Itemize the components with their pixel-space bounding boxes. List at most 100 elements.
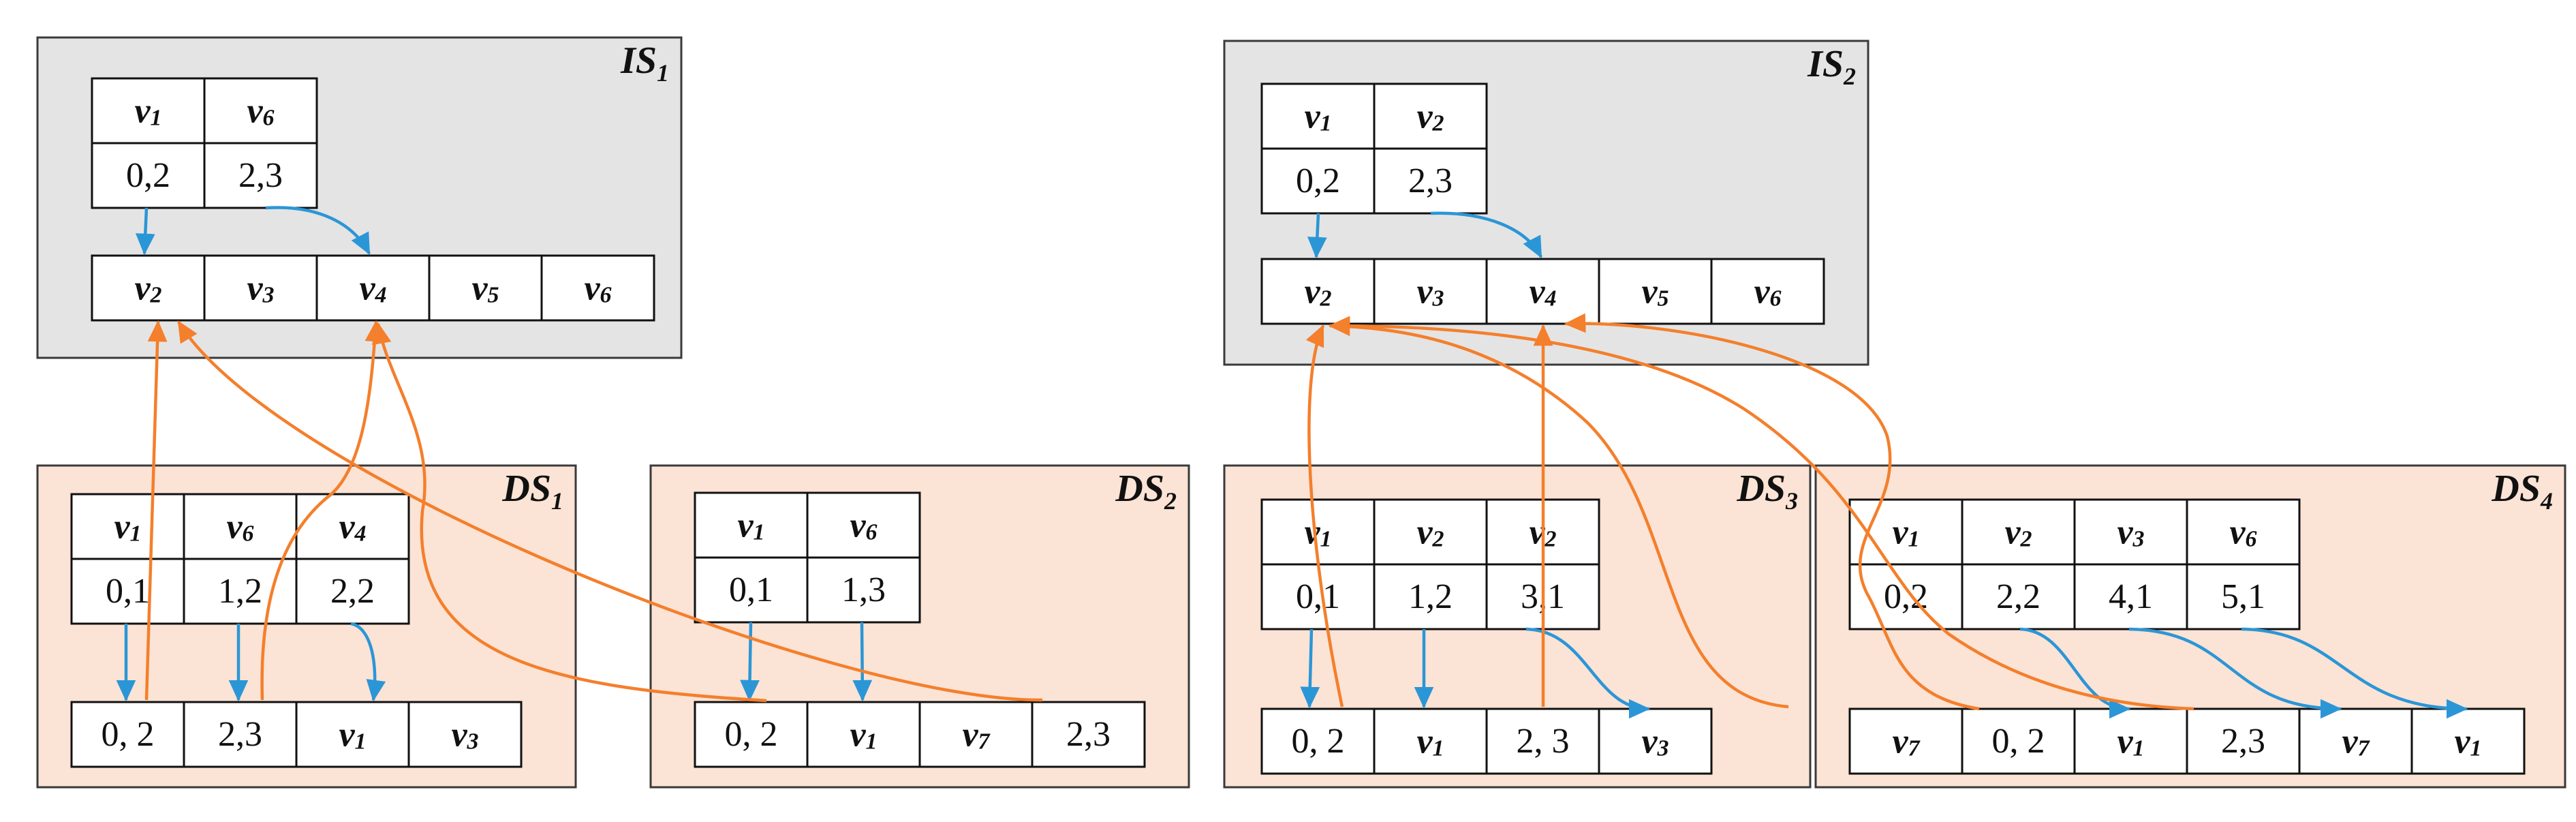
list-entry: v6 xyxy=(1754,272,1781,311)
pointer-arrows-layer xyxy=(116,206,2468,719)
list-cell: v2 xyxy=(91,254,206,322)
vertex-label: v6 xyxy=(2229,513,2256,551)
header-value-box xyxy=(1260,147,1376,215)
list-entry: v3 xyxy=(1641,722,1669,761)
list-cell: 0, 2 xyxy=(70,701,185,768)
list-cell: v3 xyxy=(1598,707,1713,775)
offset-value: 1,2 xyxy=(1408,577,1453,616)
list-cell: v6 xyxy=(1710,258,1825,325)
list-cell-box xyxy=(1598,258,1713,325)
list-cell: v1 xyxy=(1373,707,1488,775)
list-cell-box xyxy=(1485,707,1600,775)
list-cell-box xyxy=(203,254,318,322)
pointer-arrow xyxy=(2128,627,2342,719)
header-cell: v1 0,1 xyxy=(70,493,185,625)
list-entry: 2,3 xyxy=(218,715,262,754)
pointer-arrow xyxy=(350,622,386,702)
list-cell: 2,3 xyxy=(1031,701,1146,768)
list-cell: v1 xyxy=(2073,707,2188,775)
list-cell-box xyxy=(2410,707,2526,775)
cross-link-arrow xyxy=(260,320,385,701)
list-cell-box xyxy=(1598,707,1713,775)
vertex-label: v2 xyxy=(2004,513,2032,551)
header-cell: v10,2 xyxy=(1260,82,1376,215)
list-entry: v7 xyxy=(962,715,991,754)
list-cell-box xyxy=(1260,707,1376,775)
header-label-box xyxy=(203,77,318,144)
list-entry: v4 xyxy=(359,269,386,307)
list-cell-box xyxy=(428,254,543,322)
offset-value: 2,2 xyxy=(330,572,375,611)
offset-value: 0,1 xyxy=(106,572,150,611)
list-cell: v3 xyxy=(203,254,318,322)
list-entry: v7 xyxy=(1892,722,1921,761)
offset-value: 2,3 xyxy=(238,156,283,195)
header-cell: v22,3 xyxy=(1373,82,1488,215)
list-cell: 0, 2 xyxy=(1961,707,2076,775)
list-entry: 0, 2 xyxy=(1992,722,2045,761)
list-cell: v1 xyxy=(806,701,921,768)
list-cell-box xyxy=(2298,707,2413,775)
list-cell: 0, 2 xyxy=(694,701,809,768)
offset-value: 1,2 xyxy=(218,572,262,611)
vertex-label: v6 xyxy=(226,507,253,546)
header-value-box xyxy=(2186,563,2301,630)
list-cell: v7 xyxy=(2298,707,2413,775)
header-cell: v10,2 xyxy=(1848,498,1964,630)
pointer-arrow xyxy=(1300,628,1320,709)
pointer-arrow xyxy=(852,622,873,702)
list-cell-box xyxy=(315,254,431,322)
list-cell: v1 xyxy=(2410,707,2526,775)
cross-link-arrow xyxy=(177,320,1043,702)
list-cell-box xyxy=(1485,258,1600,325)
list-cell: v3 xyxy=(1373,258,1488,325)
list-cell: v1 xyxy=(295,701,410,768)
list-entry: v1 xyxy=(2117,722,2144,761)
header-value-box xyxy=(70,558,185,625)
header-cell: v61,3 xyxy=(806,491,921,624)
list-cell-box xyxy=(1373,707,1488,775)
header-value-box xyxy=(806,556,921,624)
list-cell-box xyxy=(91,254,206,322)
list-entry: v2 xyxy=(1304,272,1331,311)
list-cell-box xyxy=(1961,707,2076,775)
list-entry: v6 xyxy=(584,269,611,307)
pointer-arrow xyxy=(265,206,371,255)
pointer-arrow xyxy=(2019,627,2131,719)
list-cell: v7 xyxy=(918,701,1034,768)
pointer-arrow xyxy=(135,207,155,256)
pointer-arrow xyxy=(2241,627,2468,719)
vertex-label: v6 xyxy=(247,91,274,130)
panel-title: DS3 xyxy=(1736,468,1798,515)
pointer-arrow xyxy=(740,622,760,702)
header-label-box xyxy=(1961,498,2076,566)
offset-value: 0,1 xyxy=(729,570,773,609)
list-entry: 0, 2 xyxy=(725,715,778,754)
list-entry: v5 xyxy=(1641,272,1669,311)
list-entry: v1 xyxy=(339,715,366,754)
header-label-box xyxy=(2186,498,2301,566)
list-entry: 2,3 xyxy=(2221,722,2265,761)
header-cell: v34,1 xyxy=(2073,498,2188,630)
cross-link-arrow xyxy=(144,320,168,701)
list-entry: 0, 2 xyxy=(1292,722,1345,761)
vertex-label: v1 xyxy=(114,507,141,546)
header-value-box xyxy=(295,558,410,625)
list-cell: v6 xyxy=(540,254,655,322)
pointer-arrow xyxy=(1307,213,1327,259)
list-cell: v2 xyxy=(1260,258,1376,325)
header-value-box xyxy=(2073,563,2188,630)
header-cell: v42,2 xyxy=(295,493,410,625)
panel-title: DS1 xyxy=(501,468,563,515)
cross-link-arrows-layer xyxy=(144,313,2194,711)
vertex-label: v3 xyxy=(2117,513,2144,551)
pointer-arrow xyxy=(1525,627,1651,719)
list-cell-box xyxy=(70,701,185,768)
offset-value: 5,1 xyxy=(2221,577,2265,616)
